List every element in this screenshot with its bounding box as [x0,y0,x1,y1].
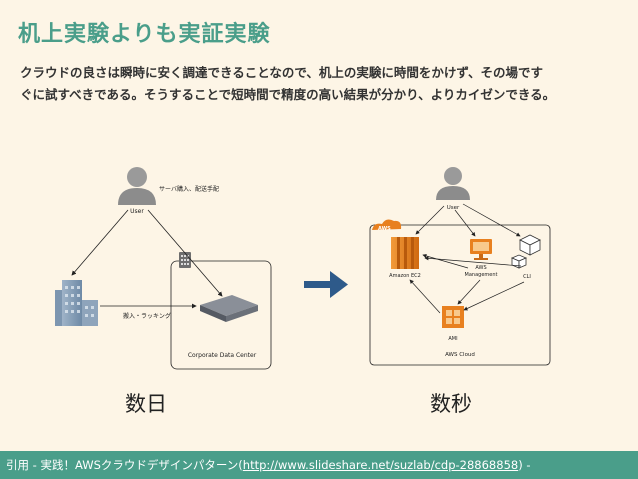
right-diagram: User AWS AWS Cloud Amazon EC2 AWS Manage… [369,167,551,366]
user-icon [118,167,156,205]
aws-cloud-box [369,224,551,366]
management-label-1: AWS [475,265,486,271]
body-line-1: クラウドの良さは瞬時に安く調達できることなので、机上の実験に時間をかけず、その場… [20,65,544,80]
svg-text:AWS: AWS [378,226,391,232]
right-caption: 数秒 [430,392,472,416]
procure-note: サーバ購入、配送手配 [159,185,219,193]
right-user-label: User [447,205,460,211]
user-icon [436,167,470,200]
slide-title: 机上実験よりも実証実験 [18,22,271,47]
footer-citation: 引用 - 実践！AWSクラウドデザインパターン(http://www.slide… [0,451,638,479]
management-console-icon [470,239,492,260]
footer-prefix: 引用 - 実践！AWSクラウドデザインパターン( [6,458,243,472]
footer-suffix: ) - [518,458,531,472]
cli-label: CLI [523,274,531,280]
aws-cloud-label: AWS Cloud [445,352,475,358]
footer-link[interactable]: http://www.slideshare.net/suzlab/cdp-288… [242,458,519,472]
aws-cloud-badge: AWS [372,219,402,232]
ec2-label: Amazon EC2 [389,273,421,279]
ami-icon [442,306,464,328]
datacenter-label: Corporate Data Center [188,352,257,359]
keypad-icon [179,252,191,268]
left-diagram: User サーバ購入、配送手配 Corporate Data Center [55,167,272,370]
ami-label: AMI [448,336,457,342]
datacenter-box [170,260,272,370]
cli-icon [510,234,541,269]
body-line-2: ぐに試すべきである。そうすることで短時間で精度の高い結果が分かり、よりカイゼンで… [20,87,556,102]
ec2-icon [391,237,419,269]
left-user-label: User [130,208,144,215]
server-icon [200,295,258,322]
left-caption: 数日 [125,392,167,416]
building-icon [55,280,98,326]
management-label-2: Management [465,272,498,278]
transition-arrow-icon [304,271,348,298]
slide-body: クラウドの良さは瞬時に安く調達できることなので、机上の実験に時間をかけず、その場… [20,62,624,106]
rack-label: 搬入・ラッキング [123,312,171,320]
